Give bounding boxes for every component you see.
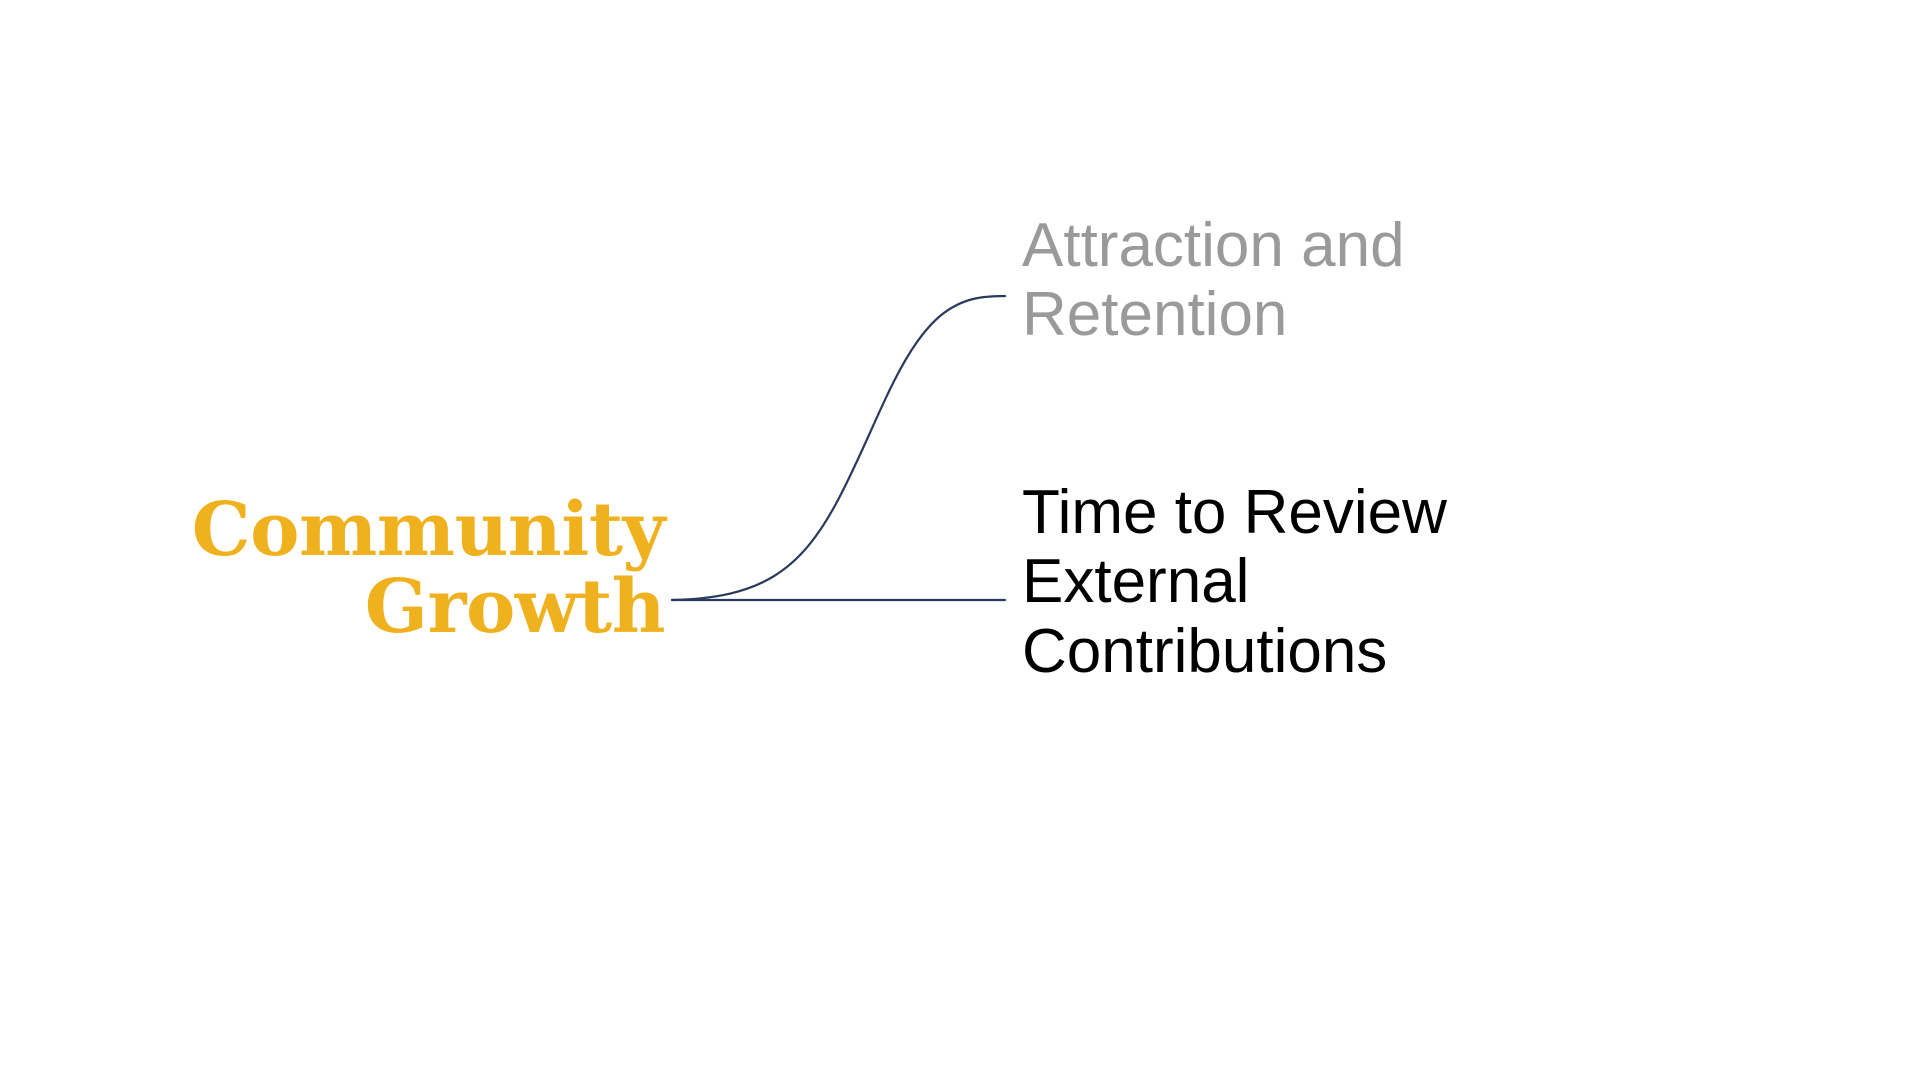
connector-rising-curve-path — [670, 294, 1007, 602]
root-node-community-growth: Community Growth — [191, 487, 666, 650]
branch-label-attraction-and-retention: Attraction and Retention — [1022, 211, 1405, 350]
branch-label-time-to-review-external-contributions: Time to Review External Contributions — [1022, 478, 1447, 686]
